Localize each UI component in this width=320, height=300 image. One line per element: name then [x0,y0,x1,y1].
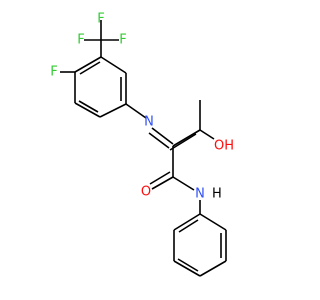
hydroxyl-group-label: OH [214,139,234,154]
fluorine-atom-right: F [119,33,126,48]
molecule-structure: F F F F N OH O N H [50,12,234,277]
fluorine-atom-ring: F [50,65,57,80]
fluorine-atom-top: F [97,12,104,27]
imine-nitrogen-atom: N [144,115,154,130]
trifluoromethyl-group [84,20,119,57]
amide-hydrogen-atom: H [212,187,222,202]
fluorine-atom-left: F [77,33,84,48]
amide-nitrogen-atom: N [195,187,205,202]
carbonyl-oxygen-atom: O [141,185,151,200]
phenyl-ring [173,213,227,277]
enol-backbone [149,100,215,214]
imine-linker [125,103,174,149]
fluoro-trifluoromethyl-phenyl-ring [74,56,127,118]
